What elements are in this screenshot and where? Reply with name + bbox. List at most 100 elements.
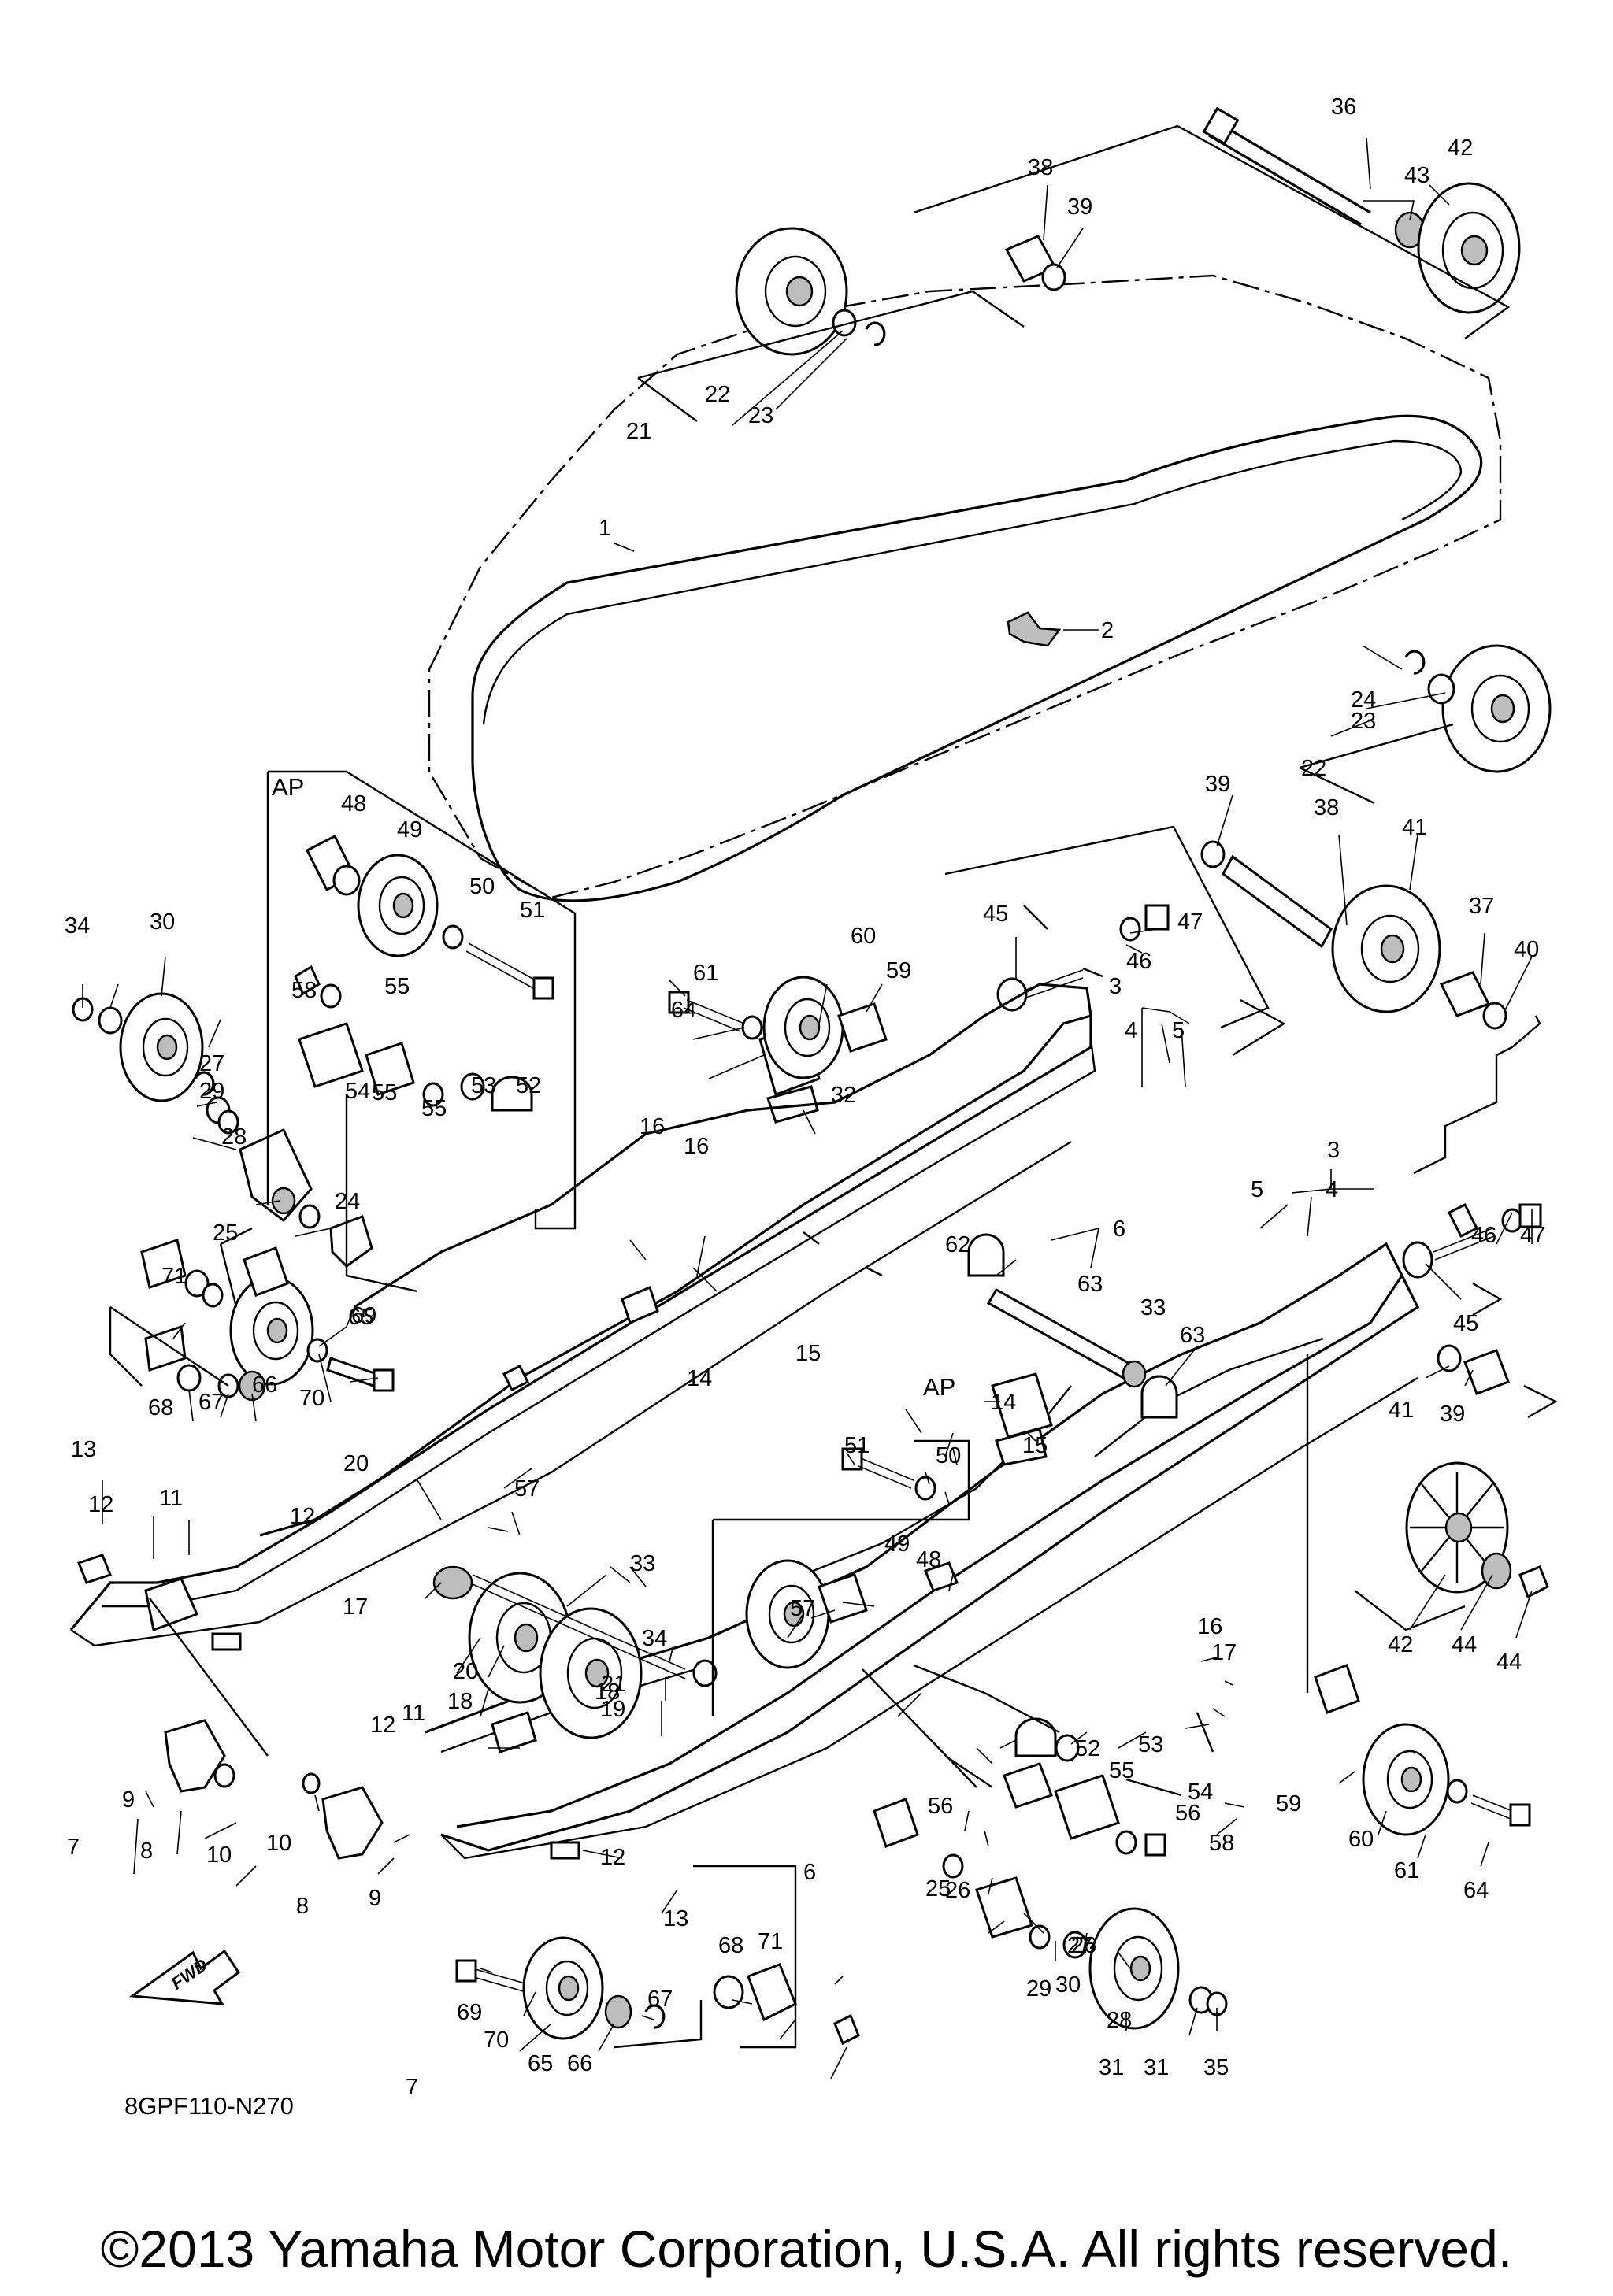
callout: 68 <box>718 1933 743 1958</box>
callout: 17 <box>1211 1640 1237 1665</box>
callout: 64 <box>671 998 696 1023</box>
callout: 57 <box>790 1596 815 1621</box>
callout: 44 <box>1452 1632 1477 1657</box>
callout: 59 <box>1276 1791 1301 1816</box>
callout: 5 <box>1172 1018 1185 1043</box>
callout: 66 <box>567 2051 592 2076</box>
callout: 70 <box>299 1386 324 1411</box>
callout: 2 <box>1101 618 1114 643</box>
callout: 54 <box>345 1079 370 1104</box>
callout: 44 <box>1496 1650 1522 1675</box>
callout: 11 <box>402 1701 425 1726</box>
callout: 7 <box>67 1835 80 1860</box>
callout: 52 <box>1075 1736 1100 1761</box>
callout: 47 <box>1520 1223 1545 1248</box>
rear-wheel-right <box>1402 1202 1549 1599</box>
callout: 42 <box>1448 135 1473 161</box>
idler-wheel-top-right <box>1202 106 1521 314</box>
callout: 60 <box>1348 1827 1374 1852</box>
callout: 61 <box>693 961 718 986</box>
callout: 14 <box>991 1390 1016 1415</box>
callout: 41 <box>1389 1398 1414 1423</box>
callout: 30 <box>1055 1972 1081 1998</box>
slide-mount-left <box>144 1324 266 1402</box>
copyright-notice: ©2013 Yamaha Motor Corporation, U.S.A. A… <box>100 2220 1513 2278</box>
callout: 58 <box>291 978 317 1003</box>
callout: 34 <box>642 1626 667 1651</box>
callout: 30 <box>150 909 175 935</box>
callout: 39 <box>1205 772 1230 797</box>
front-pivot-lower-left <box>77 1554 580 1860</box>
callout: 55 <box>421 1096 447 1121</box>
callout: 63 <box>1180 1323 1205 1348</box>
callout: 7 <box>406 2075 418 2100</box>
callout: 54 <box>1188 1779 1213 1805</box>
callout: 10 <box>206 1842 232 1868</box>
pivot-block-left <box>239 1128 373 1268</box>
callout: 65 <box>348 1305 373 1330</box>
callout: 4 <box>1125 1018 1137 1043</box>
ap-group-upper <box>266 770 577 1230</box>
callout: 29 <box>199 1079 224 1104</box>
callout: 67 <box>198 1390 224 1415</box>
callout: 51 <box>520 898 545 923</box>
callout: 26 <box>1071 1933 1096 1958</box>
callout: 14 <box>687 1366 712 1391</box>
callout: 53 <box>1138 1732 1163 1757</box>
callout: 3 <box>1109 974 1122 999</box>
upper-left-clip-parts <box>140 1239 659 1392</box>
callout: 10 <box>266 1831 291 1856</box>
callout: 43 <box>1404 163 1429 188</box>
callout: 24 <box>335 1189 360 1214</box>
callout: 22 <box>705 382 730 407</box>
leader-lines <box>82 137 1533 2079</box>
callout: 71 <box>161 1264 187 1289</box>
callout: 3 <box>1327 1138 1340 1163</box>
callout: 17 <box>343 1594 368 1620</box>
callout: 6 <box>803 1860 816 1885</box>
callout: 16 <box>684 1134 709 1159</box>
callout: 55 <box>1109 1758 1134 1783</box>
callout: 31 <box>1144 2055 1169 2080</box>
rear-wheel-left <box>72 992 239 1135</box>
callout: 8 <box>140 1839 153 1864</box>
track-clip <box>1007 611 1062 647</box>
callout: 69 <box>351 1303 376 1328</box>
callout: 48 <box>916 1547 941 1572</box>
callout: 38 <box>1314 795 1339 820</box>
callout: 48 <box>341 791 366 817</box>
callout: 60 <box>851 924 876 949</box>
callout: 33 <box>630 1551 655 1576</box>
callout: 36 <box>1331 94 1356 120</box>
callout: 69 <box>457 2000 482 2025</box>
callout: 18 <box>447 1689 473 1714</box>
callout: 46 <box>1471 1223 1496 1248</box>
collar-and-washer-top <box>1004 235 1066 291</box>
callout: 63 <box>1077 1272 1103 1297</box>
ap-label-lower: AP <box>923 1373 955 1401</box>
callout: 65 <box>528 2051 553 2076</box>
idler-wheel-top-left <box>735 227 886 356</box>
callout: 56 <box>928 1794 953 1819</box>
callout: 26 <box>945 1878 970 1903</box>
lower-center-parts <box>873 1798 1228 2030</box>
callout: 39 <box>1440 1402 1465 1427</box>
callout: 67 <box>647 1987 673 2012</box>
callout: 50 <box>936 1443 961 1468</box>
callout: 39 <box>1067 194 1092 220</box>
callout: 13 <box>71 1437 96 1462</box>
track-belt <box>428 274 1502 902</box>
callout: 41 <box>1402 815 1427 840</box>
callout: 50 <box>469 874 495 899</box>
callout: 27 <box>199 1051 224 1076</box>
ap-group-lower <box>711 1372 1053 1716</box>
callout: 57 <box>514 1476 540 1502</box>
callout: 24 <box>1351 687 1376 713</box>
callout: 4 <box>1326 1177 1338 1202</box>
callout: 33 <box>1140 1295 1166 1320</box>
callout: 12 <box>600 1845 625 1870</box>
callout: 62 <box>945 1232 970 1257</box>
callout: 35 <box>1203 2055 1229 2080</box>
callout: 25 <box>925 1876 951 1902</box>
callout: 22 <box>1301 756 1326 781</box>
